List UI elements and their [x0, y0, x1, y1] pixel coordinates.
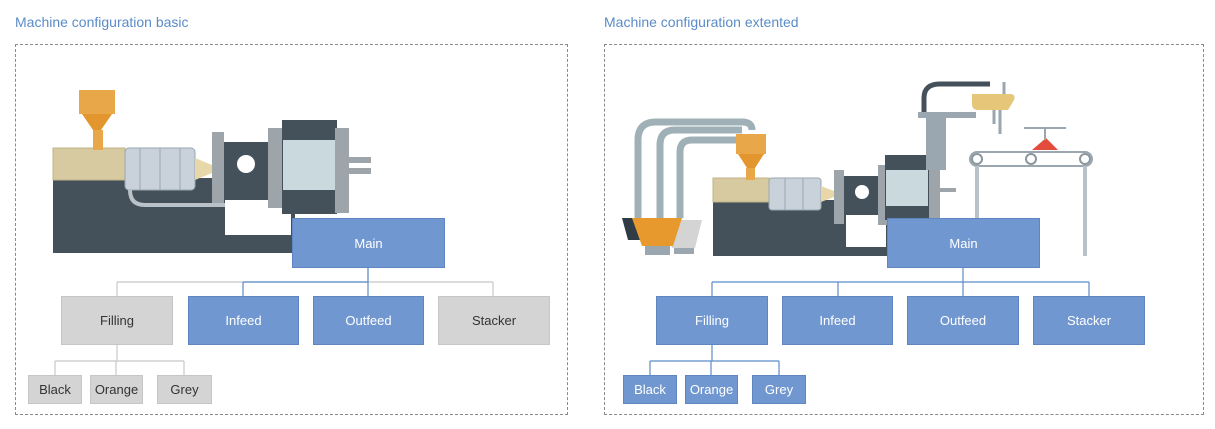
extended-panel-title: Machine configuration extented	[604, 14, 799, 30]
color-bins	[622, 218, 702, 255]
extended-black-node[interactable]: Black	[623, 375, 677, 404]
hopper-icon	[736, 134, 766, 180]
basic-stacker-node[interactable]: Stacker	[438, 296, 550, 345]
basic-infeed-node[interactable]: Infeed	[188, 296, 299, 345]
basic-filling-node[interactable]: Filling	[61, 296, 173, 345]
basic-panel-title: Machine configuration basic	[15, 14, 189, 30]
stacker-conveyor	[969, 127, 1093, 256]
robot-arm	[918, 81, 1015, 170]
extended-infeed-node[interactable]: Infeed	[782, 296, 893, 345]
basic-black-node[interactable]: Black	[28, 375, 82, 404]
extended-main-node[interactable]: Main	[887, 218, 1040, 268]
extended-orange-node[interactable]: Orange	[685, 375, 738, 404]
extended-outfeed-node[interactable]: Outfeed	[907, 296, 1019, 345]
extended-panel	[604, 44, 1204, 415]
hopper-icon	[79, 90, 115, 150]
basic-panel	[15, 44, 568, 415]
extended-stacker-node[interactable]: Stacker	[1033, 296, 1145, 345]
extended-filling-node[interactable]: Filling	[656, 296, 768, 345]
basic-orange-node[interactable]: Orange	[90, 375, 143, 404]
basic-outfeed-node[interactable]: Outfeed	[313, 296, 424, 345]
basic-main-node[interactable]: Main	[292, 218, 445, 268]
basic-grey-node[interactable]: Grey	[157, 375, 212, 404]
feeder-pipes	[634, 118, 756, 218]
extended-grey-node[interactable]: Grey	[752, 375, 806, 404]
